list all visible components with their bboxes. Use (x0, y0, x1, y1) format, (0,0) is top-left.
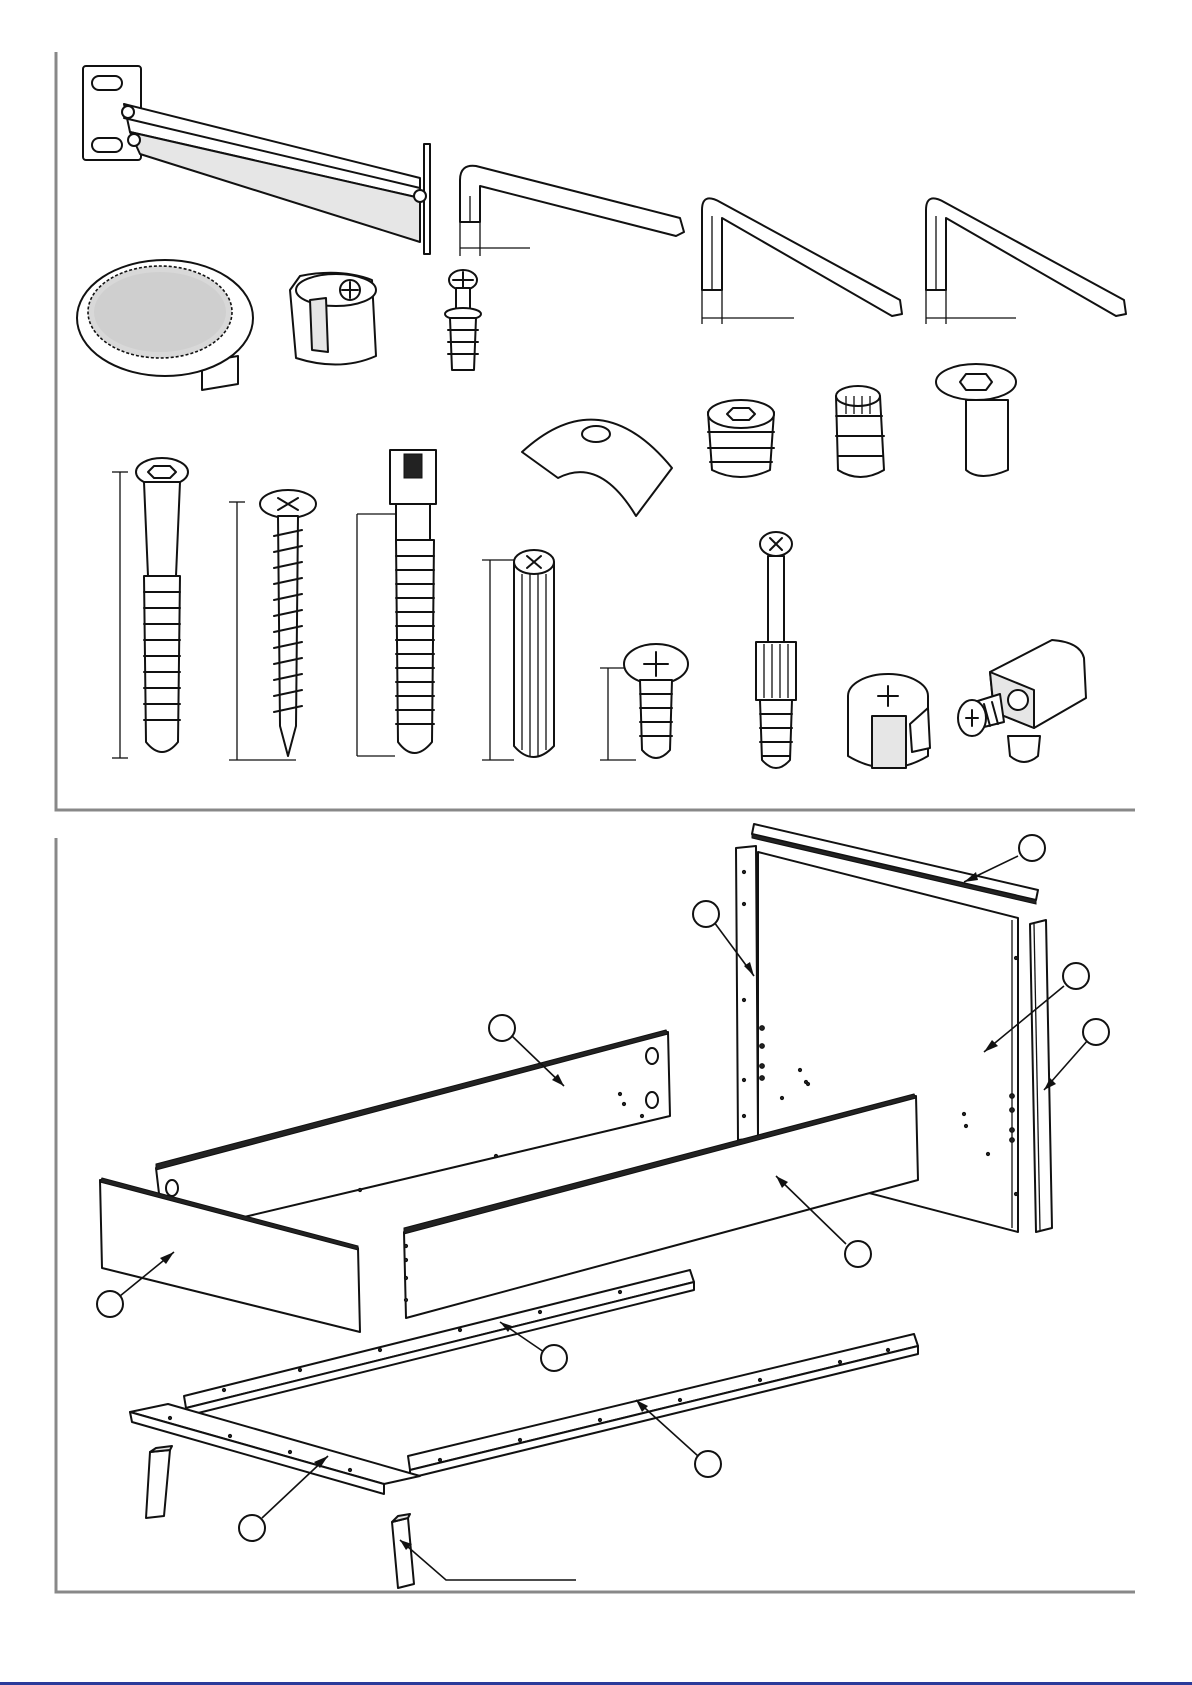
left-post-icon (736, 846, 758, 1140)
foot-rail-icon (130, 1404, 420, 1494)
callout-right-post (1044, 1019, 1109, 1090)
callout-legs (400, 1540, 576, 1580)
threaded-insert-knurled-icon (836, 386, 884, 477)
corner-connector-icon (958, 640, 1086, 762)
connector-nut-icon (936, 364, 1016, 476)
allen-key-large-icon (460, 166, 684, 256)
cam-dowel-long-icon (756, 532, 796, 768)
hole-cover-cap-icon (77, 260, 253, 390)
callout-top-rail (964, 835, 1045, 882)
leg-bolt-icon (357, 450, 436, 756)
right-post-icon (1030, 920, 1052, 1232)
wooden-dowel-icon (482, 550, 554, 760)
slat-support-right-icon (408, 1334, 918, 1478)
parts-exploded-panel (0, 820, 1192, 1610)
cam-lock-housing-icon (290, 273, 376, 365)
cam-dowel-short-icon (445, 270, 481, 370)
cam-lock-icon (848, 674, 930, 768)
threaded-insert-hex-icon (708, 400, 774, 477)
hex-bolt-icon (112, 458, 188, 758)
allen-key-small-icon (926, 198, 1126, 324)
allen-key-medium-icon (702, 198, 902, 324)
callout-foot-rail (239, 1456, 328, 1541)
wall-bracket-icon (83, 66, 430, 254)
wood-screw-icon (229, 490, 316, 760)
short-screw-icon (600, 644, 688, 760)
curved-bracket-icon (522, 420, 672, 516)
hardware-kit-panel (0, 0, 1192, 820)
